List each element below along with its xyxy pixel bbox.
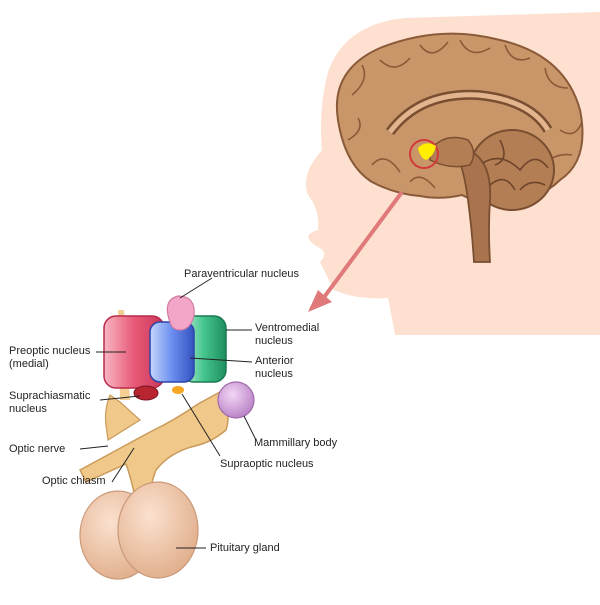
suprachiasmatic-nucleus — [133, 385, 159, 401]
label-text: (medial) — [9, 358, 49, 370]
label-text: Mammillary body — [254, 437, 338, 449]
label-text: nucleus — [255, 335, 293, 347]
leader-lines — [79, 277, 257, 549]
anterior-nucleus — [149, 321, 195, 383]
label-pituitary-gland: Pituitary gland — [210, 542, 280, 555]
label-text: nucleus — [255, 368, 293, 380]
label-text: Supraoptic nucleus — [220, 458, 314, 470]
label-text: Suprachiasmatic — [9, 390, 91, 402]
label-suprachiasmatic-nucleus: Suprachiasmatic nucleus — [9, 390, 90, 416]
label-text: Optic nerve — [9, 443, 66, 455]
label-text: Ventromedial — [255, 322, 320, 334]
label-text: nucleus — [9, 403, 47, 415]
label-text: Optic chiasm — [42, 475, 106, 487]
label-optic-chiasm: Optic chiasm — [42, 475, 106, 488]
paraventricular-nucleus — [166, 295, 195, 331]
label-preoptic-nucleus: Preoptic nucleus (medial) — [9, 345, 90, 371]
label-ventromedial-nucleus: Ventromedial nucleus — [255, 322, 319, 348]
label-text: Pituitary gland — [210, 542, 280, 554]
label-optic-nerve: Optic nerve — [9, 443, 65, 456]
pituitary-gland — [79, 481, 199, 580]
label-paraventricular-nucleus: Paraventricular nucleus — [184, 268, 299, 281]
label-text: Anterior — [255, 355, 294, 367]
hypothalamus-highlight-circle — [409, 139, 439, 169]
mammillary-body — [217, 381, 255, 419]
hypothalamic-nuclei — [103, 295, 255, 419]
label-anterior-nucleus: Anterior nucleus — [255, 355, 294, 381]
label-mammillary-body: Mammillary body — [254, 437, 337, 450]
label-text: Paraventricular nucleus — [184, 268, 299, 280]
supraoptic-nucleus — [172, 386, 184, 394]
pointer-arrow — [308, 190, 404, 312]
label-supraoptic-nucleus: Supraoptic nucleus — [220, 458, 314, 471]
hypothalamus-highlight — [418, 143, 436, 160]
brain — [335, 32, 584, 263]
label-text: Preoptic nucleus — [9, 345, 91, 357]
